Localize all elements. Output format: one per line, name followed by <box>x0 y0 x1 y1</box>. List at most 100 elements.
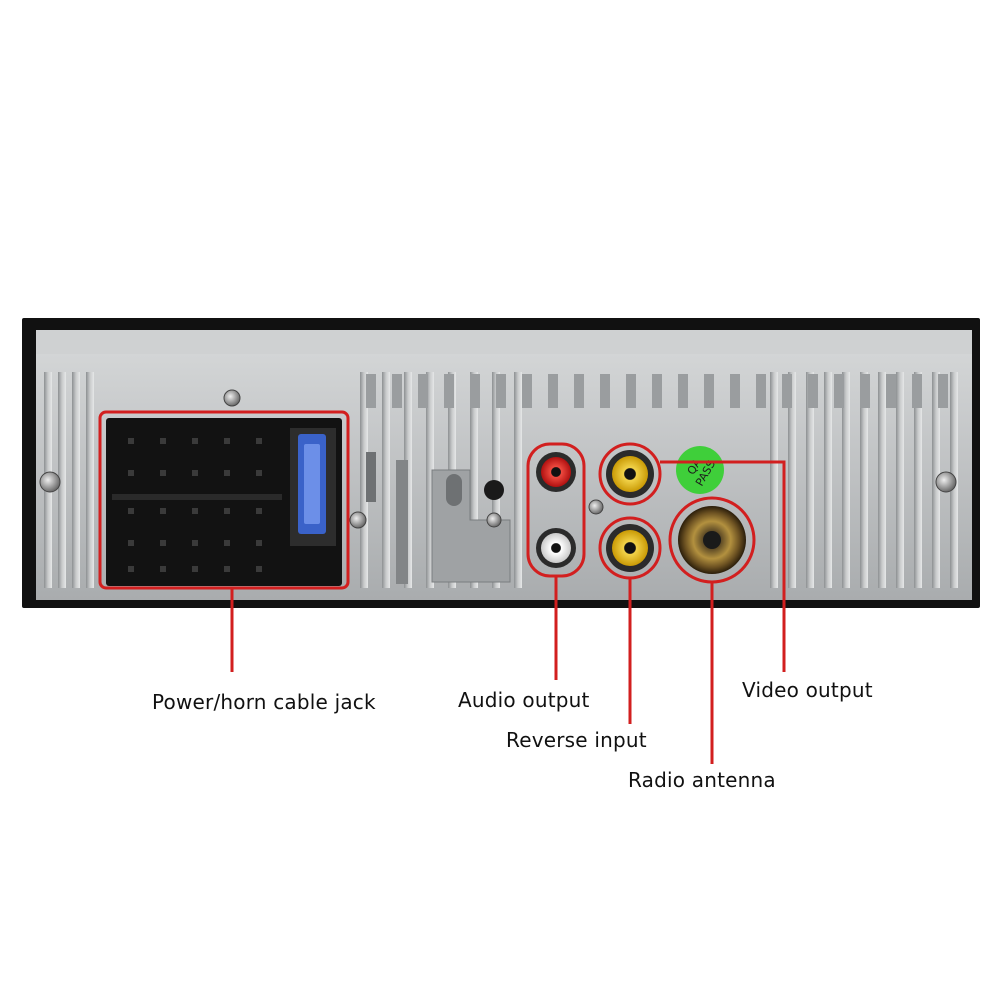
connector-pin <box>160 540 166 546</box>
heatsink-fin <box>58 372 66 588</box>
connector-pin <box>128 438 134 444</box>
connector-pin <box>224 508 230 514</box>
top-vent <box>496 374 506 408</box>
heatsink-fin <box>914 372 922 588</box>
heatsink-fin <box>860 372 868 588</box>
top-vent <box>912 374 922 408</box>
connector-pin <box>128 566 134 572</box>
heatsink-fin <box>788 372 796 588</box>
rca-screw <box>588 499 604 515</box>
fuse-window <box>304 444 320 524</box>
connector-pin <box>128 540 134 546</box>
top-vent <box>418 374 428 408</box>
connector-pin <box>256 540 262 546</box>
heatsink-fin <box>878 372 886 588</box>
top-vent <box>626 374 636 408</box>
iso-connector <box>106 418 342 586</box>
right-screw <box>935 471 957 493</box>
top-vent <box>886 374 896 408</box>
top-vent <box>808 374 818 408</box>
video-output-highlight <box>598 442 662 506</box>
top-vent <box>834 374 844 408</box>
power-jack-highlight <box>98 410 350 590</box>
connector-pin <box>160 508 166 514</box>
connector-pin <box>128 470 134 476</box>
left-screw <box>39 471 61 493</box>
reverse-in-jack <box>612 530 648 566</box>
connector-pins <box>112 438 282 572</box>
top-vent <box>730 374 740 408</box>
connector-pin <box>256 470 262 476</box>
connector-pin <box>256 508 262 514</box>
connector-pin <box>192 470 198 476</box>
callout-lines <box>230 460 786 764</box>
mount-bracket <box>366 452 511 584</box>
heatsink-fin <box>382 372 390 588</box>
top-vent <box>522 374 532 408</box>
bracket-screw <box>486 512 502 528</box>
connector-pin <box>192 508 198 514</box>
top-vent <box>704 374 714 408</box>
connector-pin <box>192 566 198 572</box>
connector-divider <box>112 494 282 500</box>
connector-pin <box>192 540 198 546</box>
video-callout-line <box>660 460 786 672</box>
connector-pin <box>224 470 230 476</box>
connector-pin <box>224 540 230 546</box>
bracket-hole <box>484 480 504 500</box>
sticker-disc <box>676 446 724 494</box>
connector-pin <box>160 566 166 572</box>
top-vent <box>938 374 948 408</box>
top-vent <box>366 374 376 408</box>
top-vent <box>444 374 454 408</box>
connector-pin <box>160 470 166 476</box>
connector-pin <box>128 508 134 514</box>
connector-pin <box>160 438 166 444</box>
connector-pin <box>256 438 262 444</box>
connector-pin <box>256 566 262 572</box>
top-vent <box>652 374 662 408</box>
bracket-slot <box>446 474 462 506</box>
video-out-jack <box>612 456 648 492</box>
heatsink-fin <box>770 372 778 588</box>
top-vent <box>678 374 688 408</box>
heatsink-fin <box>806 372 814 588</box>
heatsink-fin <box>492 372 500 588</box>
top-vent <box>574 374 584 408</box>
heatsink-fin <box>360 372 368 588</box>
top-screw <box>223 389 241 407</box>
reverse-input-label: Reverse input <box>506 728 647 752</box>
connector-pin <box>224 566 230 572</box>
side-slot <box>366 452 376 502</box>
antenna-pin <box>703 531 721 549</box>
side-rail <box>396 460 408 584</box>
radio-antenna-label: Radio antenna <box>628 768 776 792</box>
heatsink-fin <box>426 372 434 588</box>
top-vent <box>860 374 870 408</box>
video-output-label: Video output <box>742 678 873 702</box>
audio-out-red-jack <box>541 457 571 487</box>
top-vent <box>756 374 766 408</box>
top-lid <box>36 330 972 358</box>
heatsink-fin <box>824 372 832 588</box>
heatsink-fin <box>72 372 80 588</box>
heatsink-fin <box>470 372 478 588</box>
heatsink-fin <box>842 372 850 588</box>
heatsink-fin <box>896 372 904 588</box>
heatsink-fin <box>514 372 522 588</box>
top-vent <box>392 374 402 408</box>
connector-pin <box>192 438 198 444</box>
top-vent <box>600 374 610 408</box>
top-vent <box>470 374 480 408</box>
audio-output-label: Audio output <box>458 688 590 712</box>
top-vent <box>548 374 558 408</box>
top-vent <box>782 374 792 408</box>
audio-out-white-jack <box>541 533 571 563</box>
mid-screw <box>349 511 367 529</box>
heatsink-fin <box>86 372 94 588</box>
connector-pin <box>224 438 230 444</box>
power-horn-label: Power/horn cable jack <box>152 690 376 714</box>
rca-jacks <box>526 442 756 584</box>
